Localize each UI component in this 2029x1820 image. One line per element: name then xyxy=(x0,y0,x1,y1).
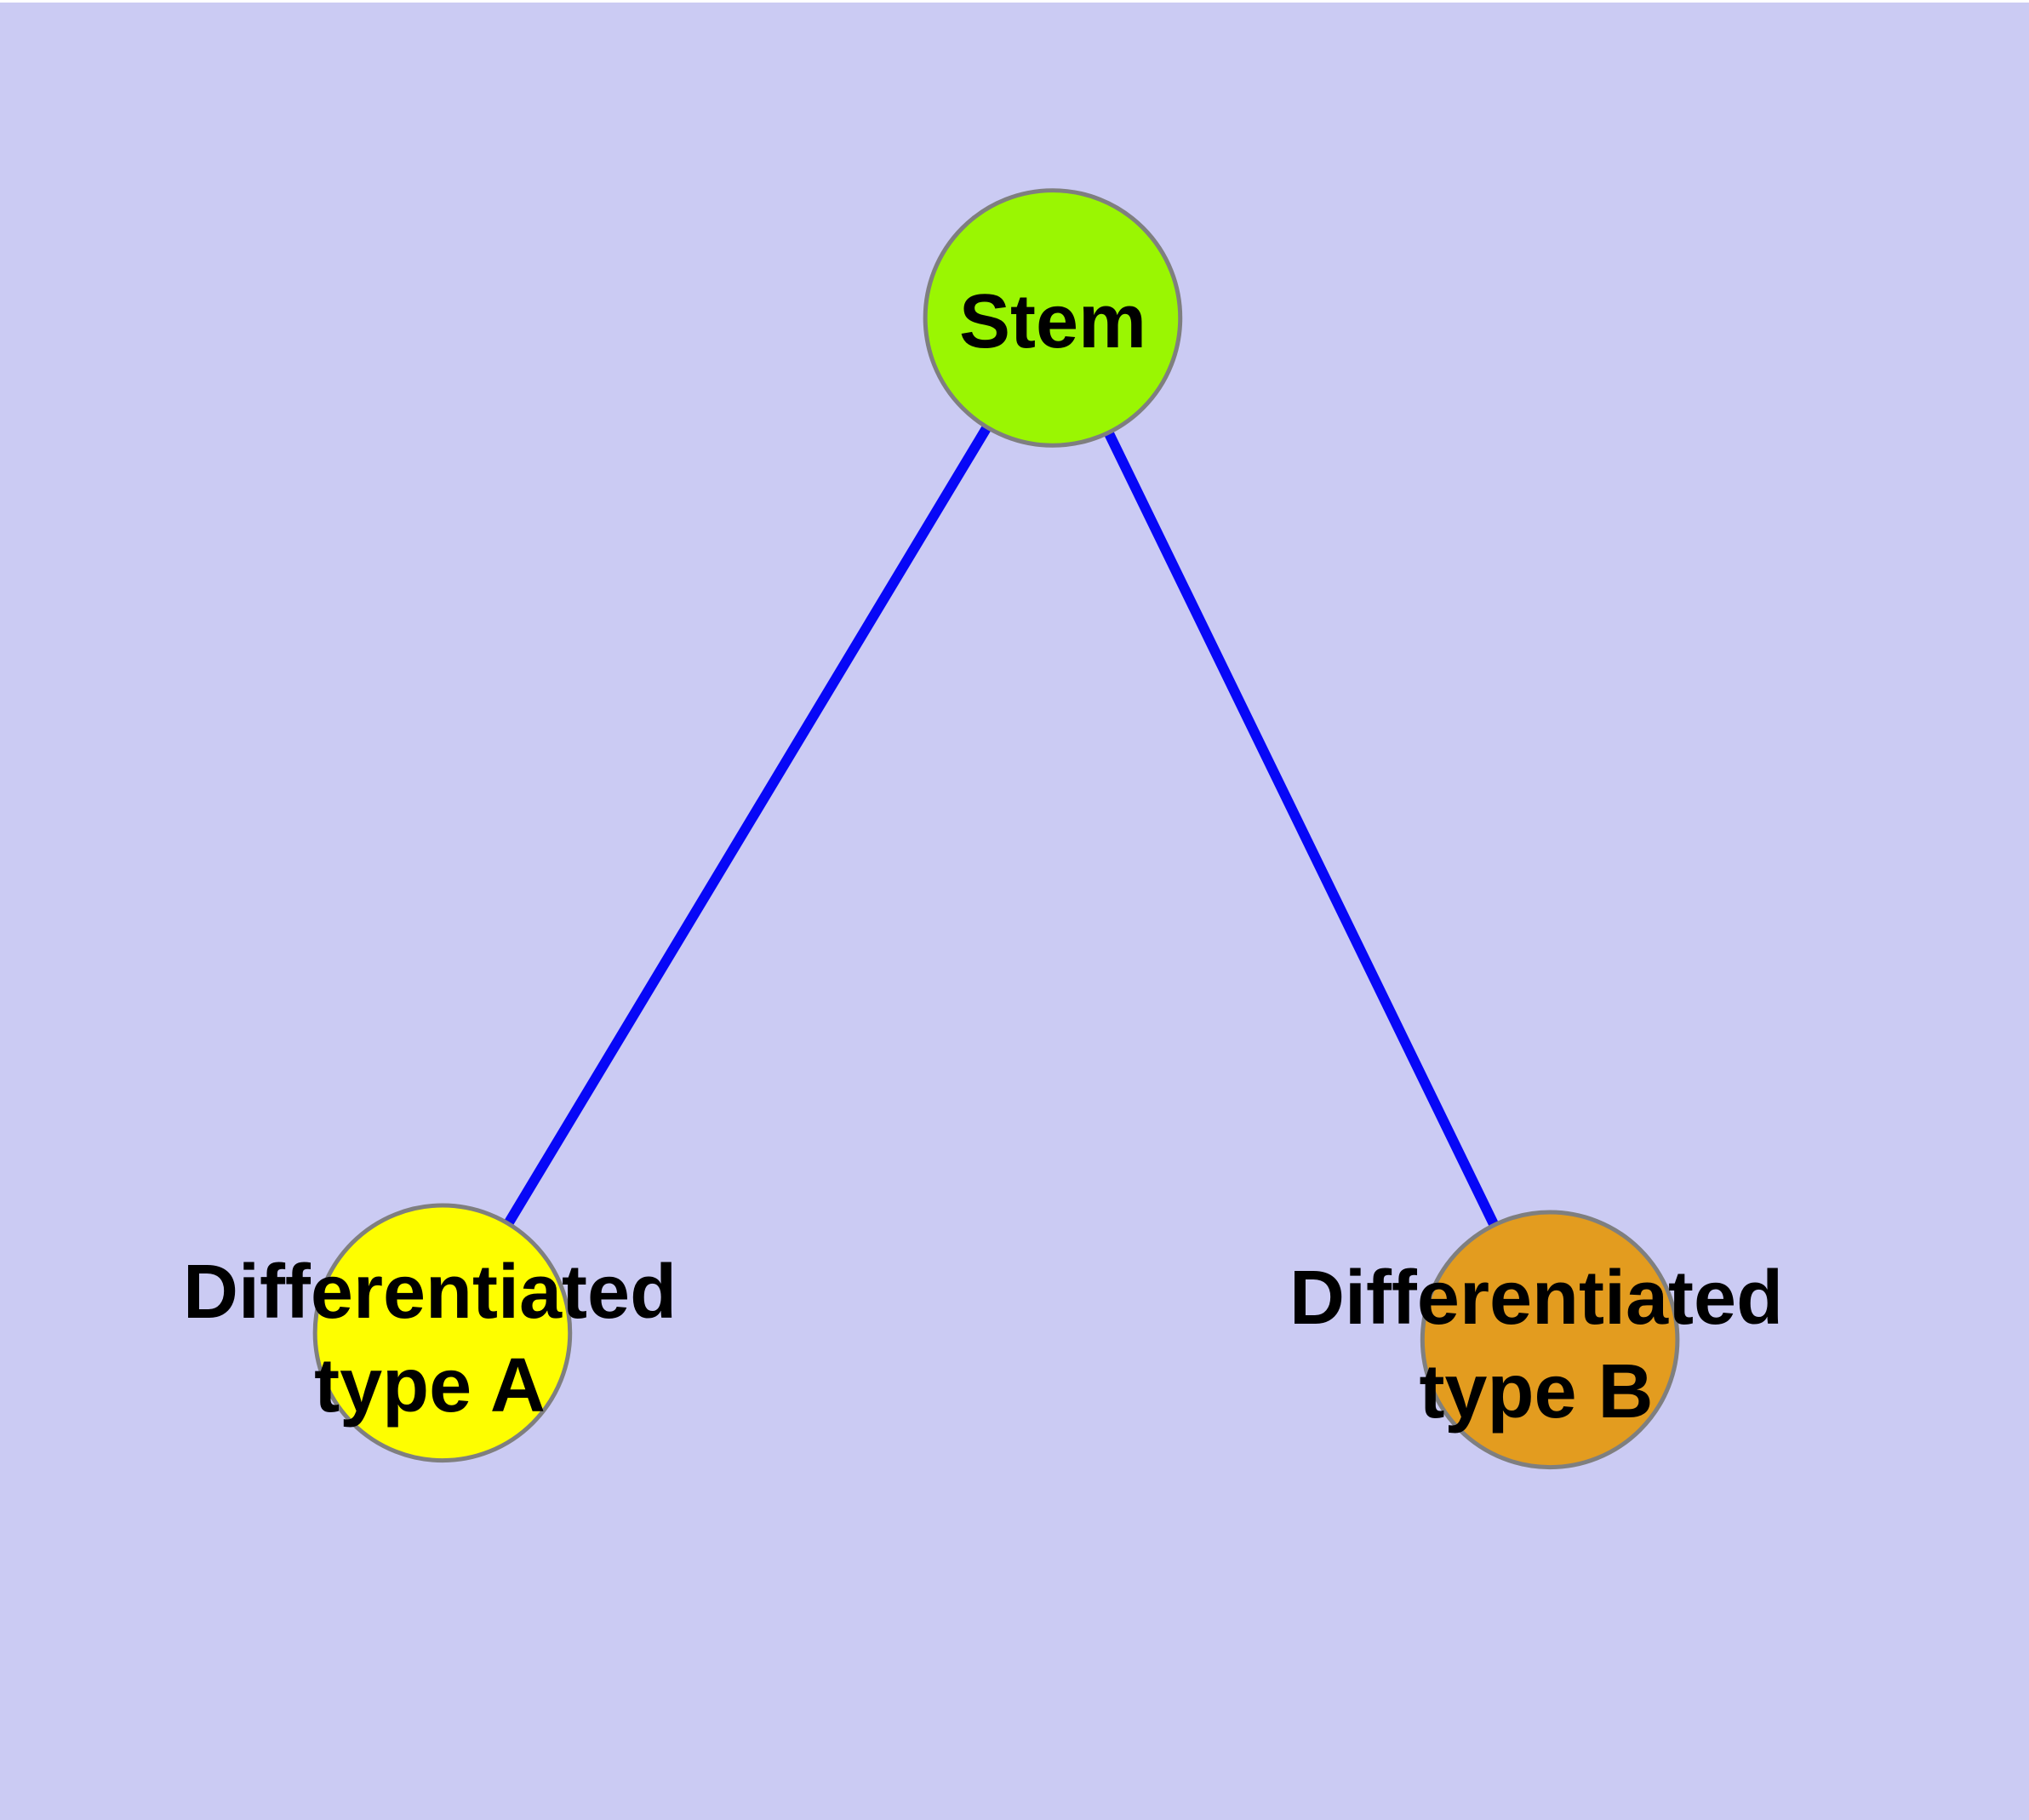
node-differentiated-type-b-circle xyxy=(1420,1210,1680,1470)
node-differentiated-type-b-label-line2: type B xyxy=(1419,1349,1654,1434)
graph-svg xyxy=(312,188,1680,1470)
edge-stem-to-type-b xyxy=(1047,312,1556,1345)
node-differentiated-type-a-label-line2: type A xyxy=(314,1343,546,1428)
node-stem-label: Stem xyxy=(959,275,1146,369)
node-stem-label-line1: Stem xyxy=(958,279,1147,364)
node-differentiated-type-a-label: Differentiated type A xyxy=(183,1245,677,1433)
node-differentiated-type-a-label-line1: Differentiated xyxy=(182,1250,677,1335)
node-differentiated-type-b-label: Differentiated type B xyxy=(1289,1251,1783,1439)
node-stem-circle xyxy=(923,188,1183,448)
edge-stem-to-type-a xyxy=(437,312,1058,1338)
node-differentiated-type-b-label-line1: Differentiated xyxy=(1289,1256,1784,1341)
node-differentiated-type-a-circle xyxy=(312,1203,573,1463)
